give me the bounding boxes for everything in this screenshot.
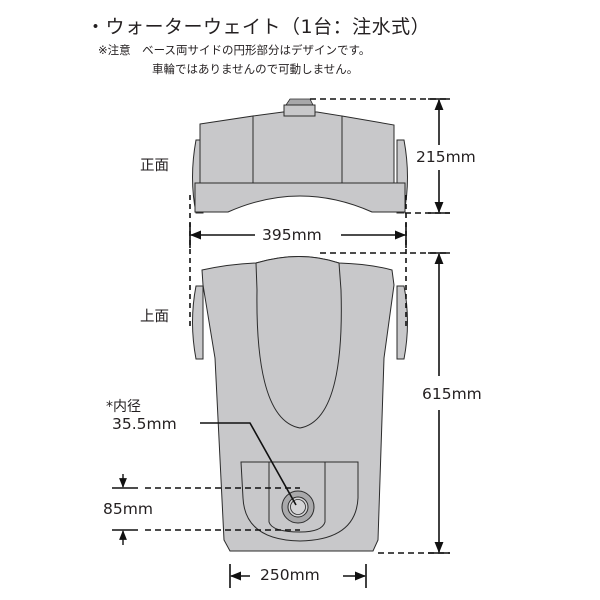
fill-port-hole bbox=[287, 496, 309, 518]
dimension-lines bbox=[112, 98, 450, 588]
top-center-tank bbox=[255, 256, 342, 429]
fill-port-recess bbox=[240, 461, 359, 542]
fill-cap bbox=[283, 104, 316, 117]
caution-note-line-1: ※注意 ベース両サイドの円形部分はデザインです。 bbox=[98, 43, 371, 57]
height-dimension: 215mm bbox=[416, 148, 476, 166]
inner-diameter-label: *内径 bbox=[106, 399, 141, 415]
front-view-label: 正面 bbox=[140, 158, 169, 174]
caution-note-line-2: 車輪ではありませんので可動しません。 bbox=[152, 62, 359, 76]
top-view bbox=[192, 256, 408, 552]
width-dimension: 395mm bbox=[262, 226, 322, 244]
left-side-disc-top bbox=[192, 285, 204, 360]
front-view bbox=[192, 98, 408, 214]
fill-cap-top bbox=[285, 98, 314, 106]
base-width-dimension: 250mm bbox=[260, 566, 320, 584]
right-side-disc-top bbox=[396, 285, 408, 360]
depth-dimension: 615mm bbox=[422, 385, 482, 403]
fill-port-inner-recess bbox=[268, 461, 326, 533]
inner-diameter-value: 35.5mm bbox=[112, 415, 177, 433]
front-base bbox=[194, 182, 406, 213]
front-left-panel bbox=[199, 115, 254, 184]
front-right-panel bbox=[341, 115, 395, 184]
top-view-label: 上面 bbox=[140, 309, 169, 325]
product-title: ・ウォーターウェイト（1台：注水式） bbox=[86, 16, 431, 38]
hole-offset-dimension: 85mm bbox=[103, 500, 153, 518]
front-center-panel bbox=[252, 111, 343, 184]
